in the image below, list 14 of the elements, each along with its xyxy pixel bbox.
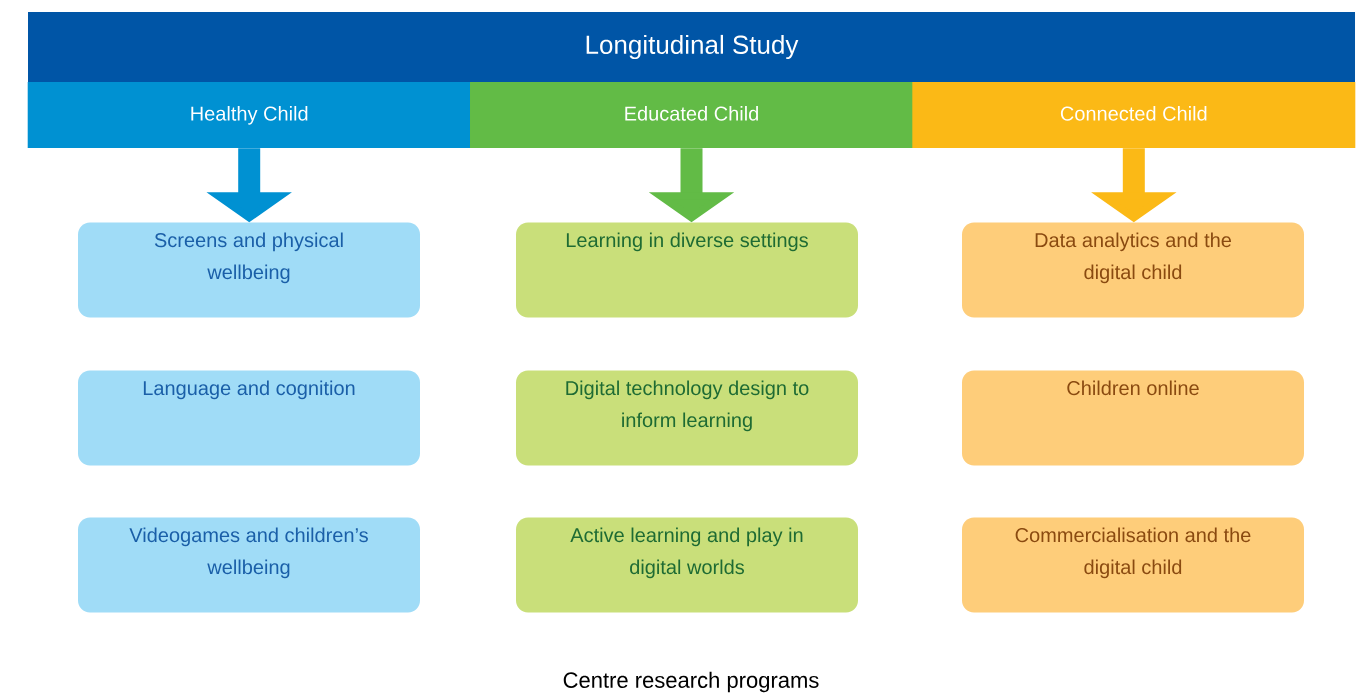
- category-header: Educated Child: [470, 82, 913, 148]
- category-header: Connected Child: [912, 82, 1356, 148]
- program-box: Language and cognition: [78, 370, 420, 466]
- program-box: Learning in diverse settings: [516, 222, 858, 318]
- program-box: Screens and physical wellbeing: [78, 222, 420, 318]
- program-box: Videogames and children’s wellbeing: [78, 517, 420, 613]
- caption: Centre research programs: [563, 671, 819, 693]
- program-box: Data analytics and the digital child: [962, 222, 1304, 318]
- program-box: Children online: [962, 370, 1304, 466]
- program-box: Commercialisation and the digital child: [962, 517, 1304, 613]
- title-band: Longitudinal Study: [28, 12, 1355, 82]
- program-box: Active learning and play in digital worlds: [516, 517, 858, 613]
- program-box: Digital technology design to inform learning: [516, 370, 858, 466]
- category-header: Healthy Child: [27, 82, 471, 148]
